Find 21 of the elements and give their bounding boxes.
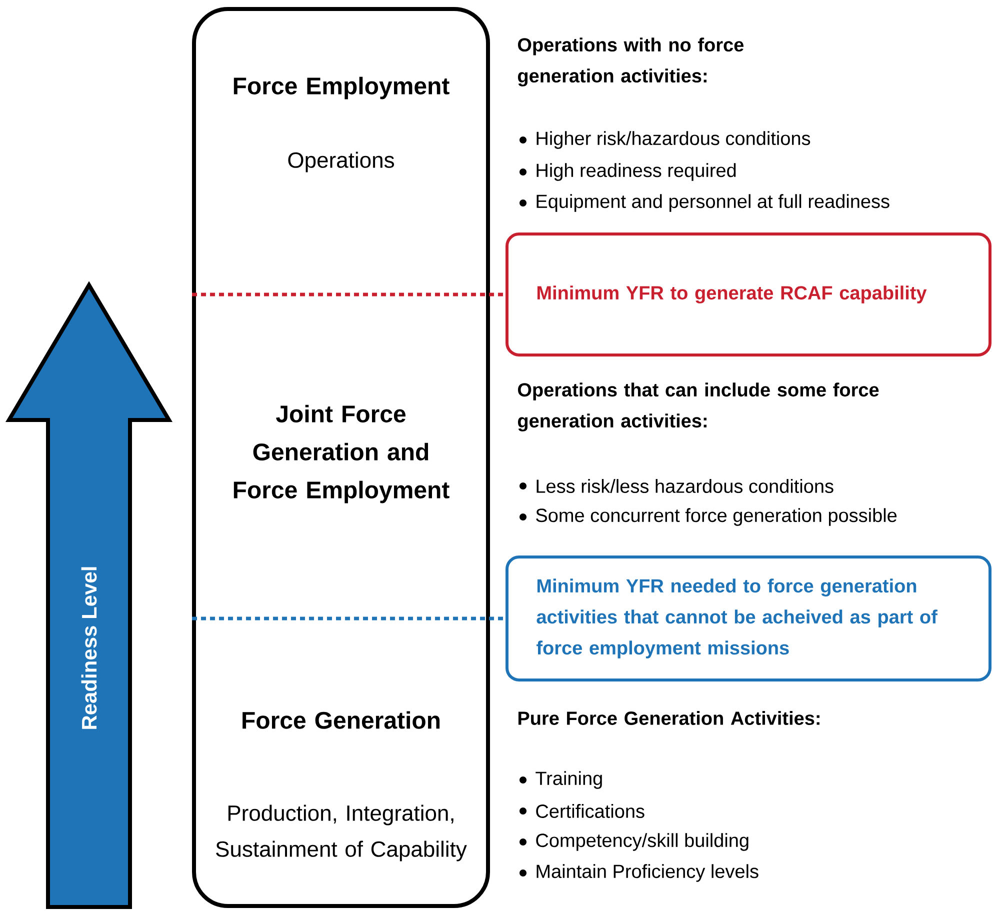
list-heading: Pure Force Generation Activities: [518,711,820,725]
section-heading: Force Generation [242,711,440,729]
bullet-item: Less risk/less hazardous conditions [520,479,834,493]
section-text: Operations [288,152,394,172]
callout-box: Minimum YFR to generate RCAF capability [506,232,992,356]
bullet-item: Maintain Proficiency levels [520,864,758,882]
section-text: Production, Integration, Sustainment of Capability [216,804,467,862]
bullet-item: Equipment and personnel at full readiness [520,194,890,212]
bullet-item: Some concurrent force generation possible [520,508,897,526]
bullet-item: High readiness required [520,163,736,181]
dotted-line [192,616,506,620]
bullet-item: Training [520,771,602,789]
bullet-item: Competency/skill building [520,833,748,851]
bullet-item: Certifications [520,804,644,818]
section-heading: Joint Force Generation and Force Employment [234,404,450,504]
callout-box: Minimum YFR needed to force generation activities that cannot be acheived as part of force employment missions [506,556,992,682]
dotted-line [192,292,506,296]
bullet-item: Higher risk/hazardous conditions [520,131,810,149]
list-heading: Operations with no force generation activities: [518,38,744,86]
section-heading: Force Employment [234,76,450,100]
list-heading: Operations that can include some force generation activities: [518,382,879,432]
